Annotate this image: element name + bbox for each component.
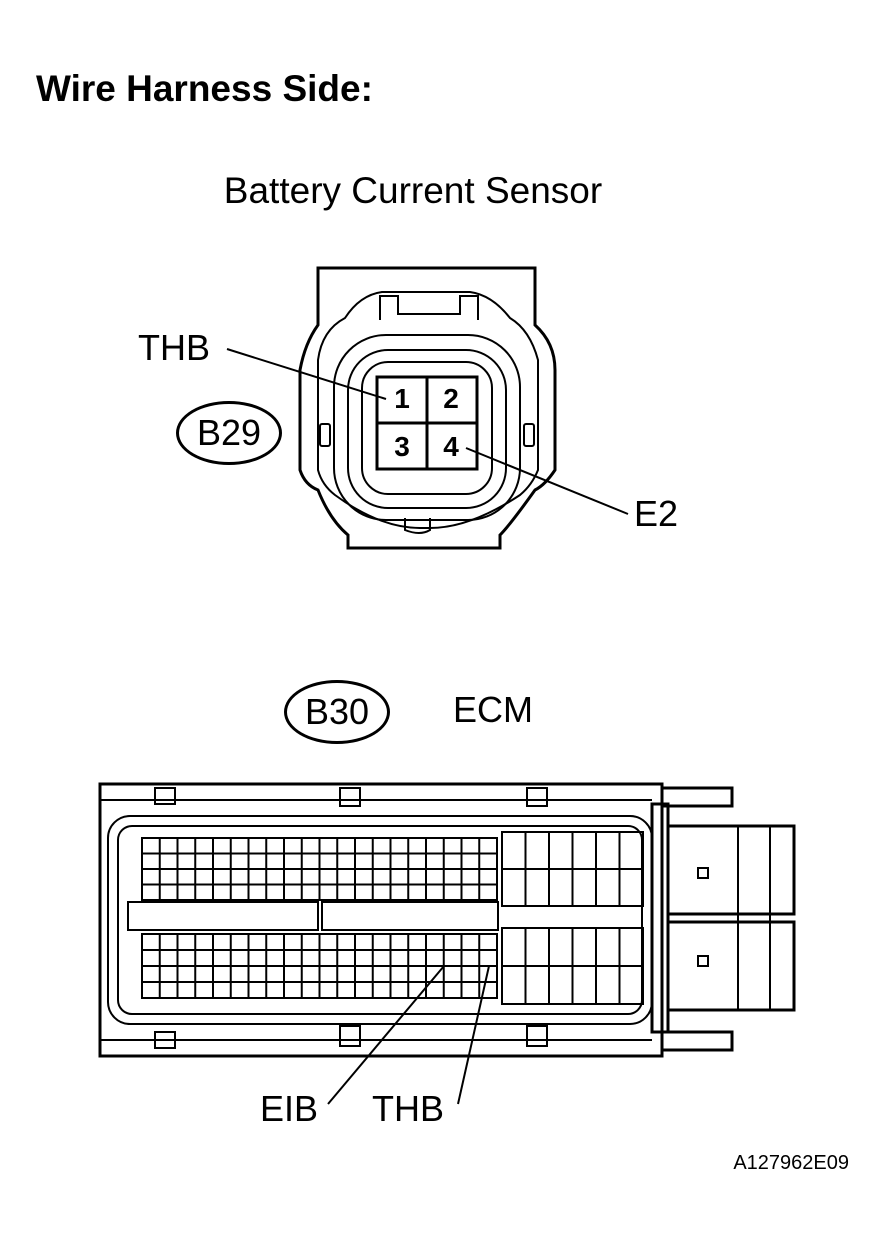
pin-number: 1: [394, 383, 410, 414]
ecm-pin-grids: [141, 831, 644, 1005]
connector-id-b30: B30: [304, 691, 370, 732]
sensor-leader-lines: [226, 348, 629, 515]
reference-code: A127962E09: [733, 1152, 849, 1174]
ecm-title: ECM: [453, 689, 533, 730]
terminal-label-thb-ecm: THB: [372, 1088, 444, 1129]
connector-id-b29: B29: [196, 412, 262, 453]
terminal-label-e2: E2: [634, 493, 679, 534]
terminal-label-thb: THB: [138, 327, 210, 368]
connector-id-badge-b29: B29: [176, 401, 282, 465]
connector-id-badge-b30: B30: [284, 680, 390, 744]
pin-number: 2: [443, 383, 459, 414]
ecm-leader-lines: [327, 965, 490, 1105]
sensor-title: Battery Current Sensor: [223, 170, 603, 211]
pin-number: 4: [443, 431, 459, 462]
pin-number: 3: [394, 431, 410, 462]
battery-current-sensor-connector: [298, 266, 557, 550]
ecm-connector: [98, 782, 796, 1058]
terminal-label-eib: EIB: [260, 1088, 319, 1129]
page-title: Wire Harness Side:: [36, 68, 373, 109]
